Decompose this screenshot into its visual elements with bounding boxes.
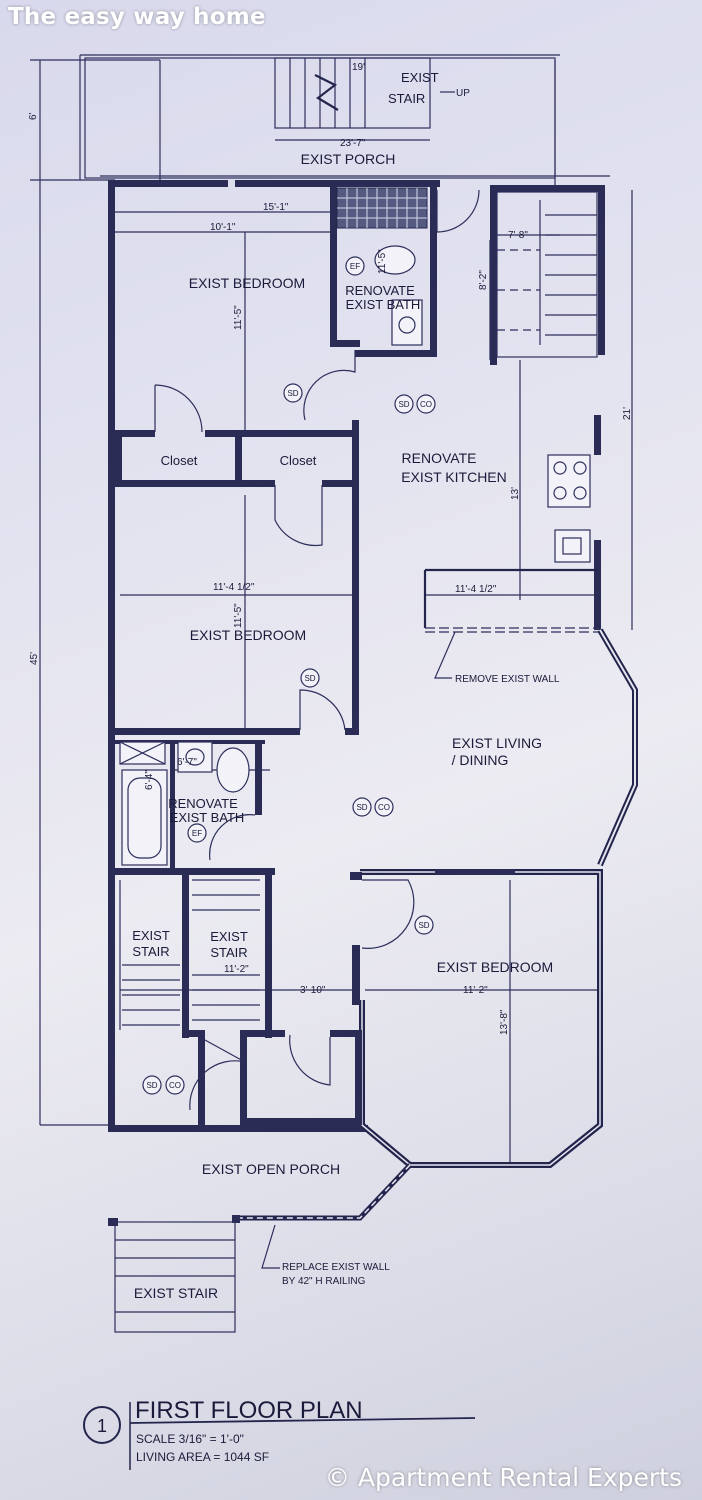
lower-stairs: [119, 879, 260, 1030]
notes: REMOVE EXIST WALL REPLACE EXIST WALL BY …: [282, 674, 560, 1287]
dimension-labels: 19' 6' 23'-7" 15'-1" 10'-1" 7'-8" 8'-2" …: [28, 62, 633, 1035]
svg-text:SD: SD: [287, 389, 298, 398]
interior-walls: [115, 185, 497, 1125]
kitchen-label-a: RENOVATE: [402, 450, 477, 466]
kitchen-appliances: [423, 454, 598, 633]
svg-text:11'-2": 11'-2": [463, 985, 488, 996]
co-detector-icon: [416, 394, 436, 414]
replace-wall-note-a: REPLACE EXIST WALL: [282, 1262, 390, 1273]
svg-text:3'-10": 3'-10": [300, 985, 326, 996]
top-porch-label: EXIST PORCH: [301, 151, 396, 167]
svg-text:11'-5": 11'-5": [233, 305, 244, 330]
bath-1-label-a: RENOVATE: [345, 283, 415, 298]
svg-text:11'-5": 11'-5": [233, 603, 244, 628]
stair-mid-label-b: STAIR: [210, 945, 247, 960]
bedroom-1-label: EXIST BEDROOM: [189, 275, 305, 291]
plan-number: 1: [97, 1416, 107, 1436]
svg-text:11'-4 1/2": 11'-4 1/2": [455, 584, 497, 595]
svg-text:SD: SD: [418, 921, 429, 930]
svg-text:19': 19': [352, 62, 365, 73]
bay-window: [597, 628, 638, 867]
closet-2-label: Closet: [280, 453, 317, 468]
top-stair-label-b: STAIR: [388, 91, 425, 106]
bath-1-label-b: EXIST BATH: [346, 297, 421, 312]
svg-text:8'-2": 8'-2": [478, 270, 489, 290]
symbol-letters: SD SD CO SD SD CO SD SD CO EF EF: [146, 262, 432, 1090]
replace-wall-note-b: BY 42" H RAILING: [282, 1276, 366, 1287]
watermark-top: The easy way home: [8, 4, 266, 30]
title-block: [83, 1402, 476, 1470]
note-leaders: [261, 631, 456, 1269]
title-block-text: 1 FIRST FLOOR PLAN SCALE 3/16" = 1'-0" L…: [97, 1397, 363, 1464]
top-porch-outline: [84, 57, 556, 179]
smoke-detector-icon: [283, 383, 303, 403]
svg-text:6': 6': [28, 112, 39, 120]
svg-text:45': 45': [29, 652, 40, 665]
bath-2-label-b: EXIST BATH: [170, 810, 245, 825]
exhaust-fan-icon: [187, 823, 207, 843]
stair-mid-label-a: EXIST: [210, 929, 248, 944]
remove-wall-note: REMOVE EXIST WALL: [455, 674, 560, 685]
svg-text:SD: SD: [146, 1081, 157, 1090]
svg-text:7'-8": 7'-8": [508, 230, 528, 241]
co-detector-icon: [374, 797, 394, 817]
svg-text:6'-4": 6'-4": [144, 770, 155, 790]
top-stair-label-a: EXIST: [401, 70, 439, 85]
svg-text:11'-2": 11'-2": [224, 964, 249, 975]
svg-text:15'-1": 15'-1": [263, 202, 289, 213]
svg-text:23'-7": 23'-7": [340, 138, 366, 149]
svg-text:21': 21': [622, 407, 633, 420]
svg-text:11'-4 1/2": 11'-4 1/2": [213, 582, 255, 593]
bedroom-3-label: EXIST BEDROOM: [437, 959, 553, 975]
plan-living-area: LIVING AREA = 1044 SF: [136, 1450, 269, 1464]
exhaust-fan-icon: [345, 256, 365, 276]
svg-text:11'-5": 11'-5": [377, 249, 388, 274]
bottom-stair-label: EXIST STAIR: [134, 1285, 218, 1301]
bath-1-fixtures: [336, 187, 428, 346]
svg-text:13': 13': [510, 487, 521, 500]
closet-1-label: Closet: [161, 453, 198, 468]
svg-text:SD: SD: [356, 803, 367, 812]
svg-text:SD: SD: [398, 400, 409, 409]
door-swings: [154, 189, 480, 1111]
svg-text:6'-7": 6'-7": [177, 757, 197, 768]
smoke-detector-icon: [352, 797, 372, 817]
svg-text:10'-1": 10'-1": [210, 222, 236, 233]
living-label-b: / DINING: [452, 752, 509, 768]
bath-2-fixtures: [119, 741, 250, 866]
living-label-a: EXIST LIVING: [452, 735, 542, 751]
svg-text:CO: CO: [378, 803, 390, 812]
svg-text:EF: EF: [350, 262, 360, 271]
plan-title: FIRST FLOOR PLAN: [135, 1397, 363, 1424]
room-labels: EXIST BEDROOM RENOVATE EXIST BATH EXIST …: [132, 70, 553, 1301]
dimension-lines: [30, 54, 633, 1165]
plan-scale: SCALE 3/16" = 1'-0": [136, 1432, 244, 1446]
stair-up-label: UP: [456, 88, 470, 99]
kitchen-stair: [496, 191, 598, 358]
svg-text:SD: SD: [304, 674, 315, 683]
kitchen-label-b: EXIST KITCHEN: [401, 469, 507, 485]
bedroom-3-walls: [352, 869, 603, 1168]
open-porch-label: EXIST OPEN PORCH: [202, 1161, 340, 1177]
open-porch-walls: [108, 1163, 412, 1333]
exterior-walls: [108, 180, 605, 1132]
smoke-detector-icon: [414, 915, 434, 935]
bath-2-label-a: RENOVATE: [168, 796, 238, 811]
watermark-bottom: © Apartment Rental Experts: [324, 1463, 682, 1492]
stair-left-label-a: EXIST: [132, 928, 170, 943]
smoke-detector-icon: [142, 1075, 162, 1095]
bedroom-2-label: EXIST BEDROOM: [190, 627, 306, 643]
stair-left-label-b: STAIR: [132, 944, 169, 959]
svg-text:CO: CO: [169, 1081, 181, 1090]
svg-text:EF: EF: [192, 829, 202, 838]
detector-symbols: [142, 256, 436, 1095]
co-detector-icon: [165, 1075, 185, 1095]
smoke-detector-icon: [394, 394, 414, 414]
smoke-detector-icon: [300, 668, 320, 688]
svg-text:CO: CO: [420, 400, 432, 409]
svg-text:13'-8": 13'-8": [499, 1009, 510, 1035]
